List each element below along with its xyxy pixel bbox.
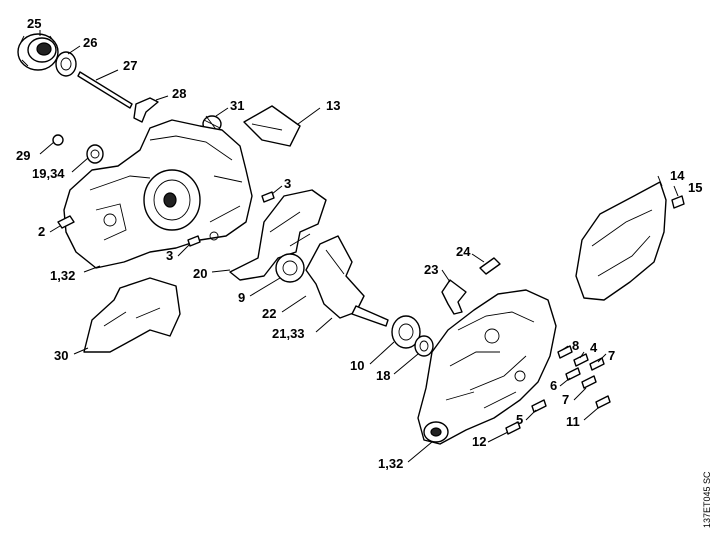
callout-15: 15 xyxy=(688,180,702,195)
part-7-pin-lower xyxy=(581,375,597,389)
callout-13: 13 xyxy=(326,98,340,113)
callout-5: 5 xyxy=(516,412,523,427)
callout-27: 27 xyxy=(123,58,137,73)
callout-12: 12 xyxy=(472,434,486,449)
part-6-pin xyxy=(565,367,581,381)
callout-6: 6 xyxy=(550,378,557,393)
callout-24: 24 xyxy=(456,244,471,259)
part-27-rod xyxy=(77,71,133,109)
callout-20: 20 xyxy=(193,266,207,281)
callout-7-upper: 7 xyxy=(608,348,615,363)
callout-2: 2 xyxy=(38,224,45,239)
part-1-32-right-crankcase xyxy=(417,289,557,445)
part-23-lever xyxy=(441,279,467,315)
part-3-dowel-upper xyxy=(261,191,275,203)
callout-25: 25 xyxy=(27,16,41,31)
part-5-screw xyxy=(531,399,547,413)
part-24-pin xyxy=(479,257,501,275)
callout-21-33: 21,33 xyxy=(272,326,305,341)
part-9-bearing xyxy=(275,253,305,283)
part-2-screw xyxy=(57,215,75,229)
callout-8: 8 xyxy=(572,338,579,353)
callout-23: 23 xyxy=(424,262,438,277)
part-10-bearing xyxy=(391,315,421,349)
callout-22: 22 xyxy=(262,306,276,321)
callout-4: 4 xyxy=(590,340,598,355)
part-26-washer xyxy=(55,51,77,77)
callout-9: 9 xyxy=(238,290,245,305)
part-8-pin xyxy=(557,345,573,359)
callout-3-lower: 3 xyxy=(166,248,173,263)
callout-1-32-lower: 1,32 xyxy=(378,456,403,471)
part-30-gasket xyxy=(83,277,181,353)
part-20-gasket xyxy=(229,189,327,281)
callout-1-32-upper: 1,32 xyxy=(50,268,75,283)
callout-14: 14 xyxy=(670,168,685,183)
part-1-32-left-crankcase xyxy=(63,119,253,269)
callout-7-lower: 7 xyxy=(562,392,569,407)
part-15-screw xyxy=(671,195,685,209)
callout-26: 26 xyxy=(83,35,97,50)
leader-lines xyxy=(39,30,679,463)
part-22-crankshaft xyxy=(305,235,389,327)
callout-labels: 25 26 27 28 31 13 29 19,34 3 2 3 20 1,32… xyxy=(16,16,702,471)
part-4-pin xyxy=(573,353,589,367)
callout-29: 29 xyxy=(16,148,30,163)
part-14-cover xyxy=(575,181,667,301)
figure-code: 137ET045 SC xyxy=(702,471,712,528)
part-11-pin xyxy=(595,395,611,409)
part-19-34-seal xyxy=(86,144,104,164)
callout-19-34: 19,34 xyxy=(32,166,65,181)
part-7-pin-upper xyxy=(589,357,605,371)
part-29-nut xyxy=(52,134,64,146)
part-25-clutch-drum xyxy=(17,33,59,71)
callout-31: 31 xyxy=(230,98,244,113)
part-18-seal xyxy=(414,335,434,357)
callout-28: 28 xyxy=(172,86,186,101)
callout-10: 10 xyxy=(350,358,364,373)
callout-30: 30 xyxy=(54,348,68,363)
callout-11: 11 xyxy=(566,414,580,429)
part-13-plate xyxy=(243,105,301,147)
part-28-bracket xyxy=(133,97,159,123)
callout-18: 18 xyxy=(376,368,390,383)
callout-3-upper: 3 xyxy=(284,176,291,191)
